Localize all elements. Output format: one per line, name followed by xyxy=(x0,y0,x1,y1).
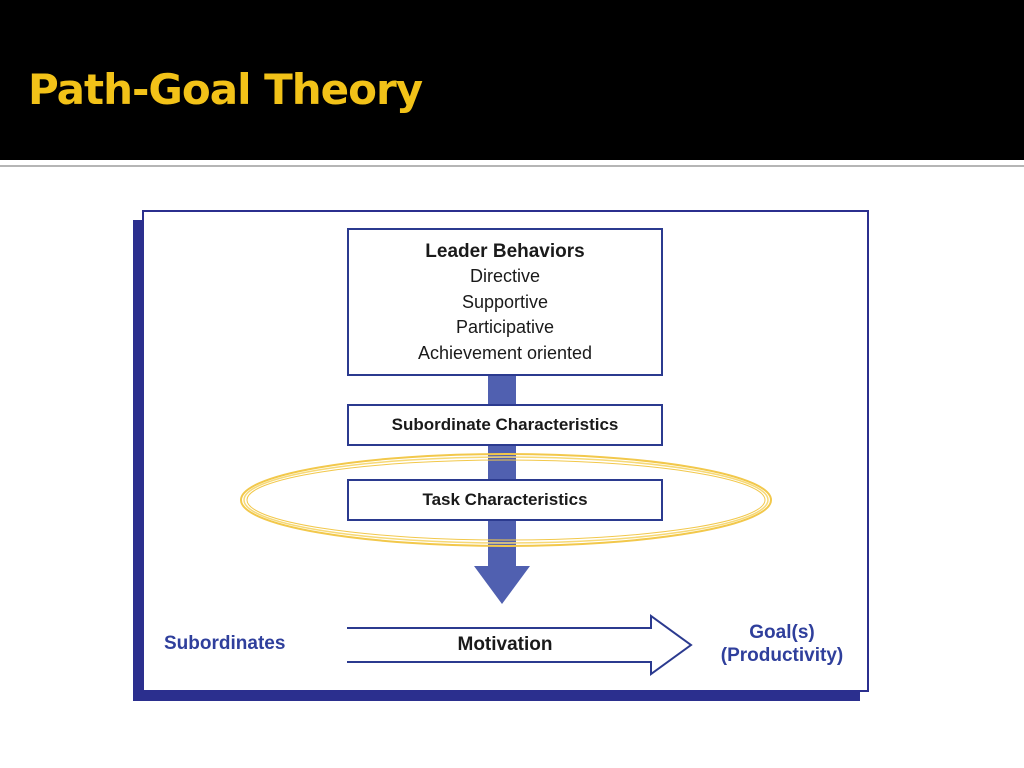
leader-behavior-directive: Directive xyxy=(469,266,540,286)
leader-behavior-participative: Participative xyxy=(455,317,555,337)
task-characteristics-box: Task Characteristics xyxy=(347,479,663,521)
motivation-arrow xyxy=(347,614,693,676)
slide-title: Path-Goal Theory xyxy=(28,65,423,114)
leader-behaviors-heading: Leader Behaviors xyxy=(425,241,585,262)
motivation-label: Motivation xyxy=(457,634,553,655)
goal-label: Goal(s) (Productivity) xyxy=(702,621,862,667)
flow-arrow-segment xyxy=(488,446,516,479)
title-bar: Path-Goal Theory xyxy=(0,0,1024,160)
leader-behavior-supportive: Supportive xyxy=(461,291,549,312)
goal-line: Goal(s) xyxy=(749,622,815,643)
highlight-ellipse xyxy=(240,453,772,547)
leader-behaviors-box: Leader Behaviors Directive Supportive Pa… xyxy=(347,228,663,376)
subordinate-characteristics-box: Subordinate Characteristics xyxy=(347,404,663,446)
subordinates-label: Subordinates xyxy=(164,633,286,654)
productivity-line: (Productivity) xyxy=(720,645,844,666)
task-characteristics-label: Task Characteristics xyxy=(422,490,588,509)
subordinate-characteristics-label: Subordinate Characteristics xyxy=(391,415,619,434)
down-arrowhead xyxy=(474,566,530,604)
flow-arrow-segment xyxy=(488,521,516,568)
path-goal-diagram: Leader Behaviors Directive Supportive Pa… xyxy=(142,210,869,692)
header-divider xyxy=(0,165,1024,167)
leader-behavior-achievement: Achievement oriented xyxy=(417,342,593,363)
flow-arrow-segment xyxy=(488,376,516,404)
